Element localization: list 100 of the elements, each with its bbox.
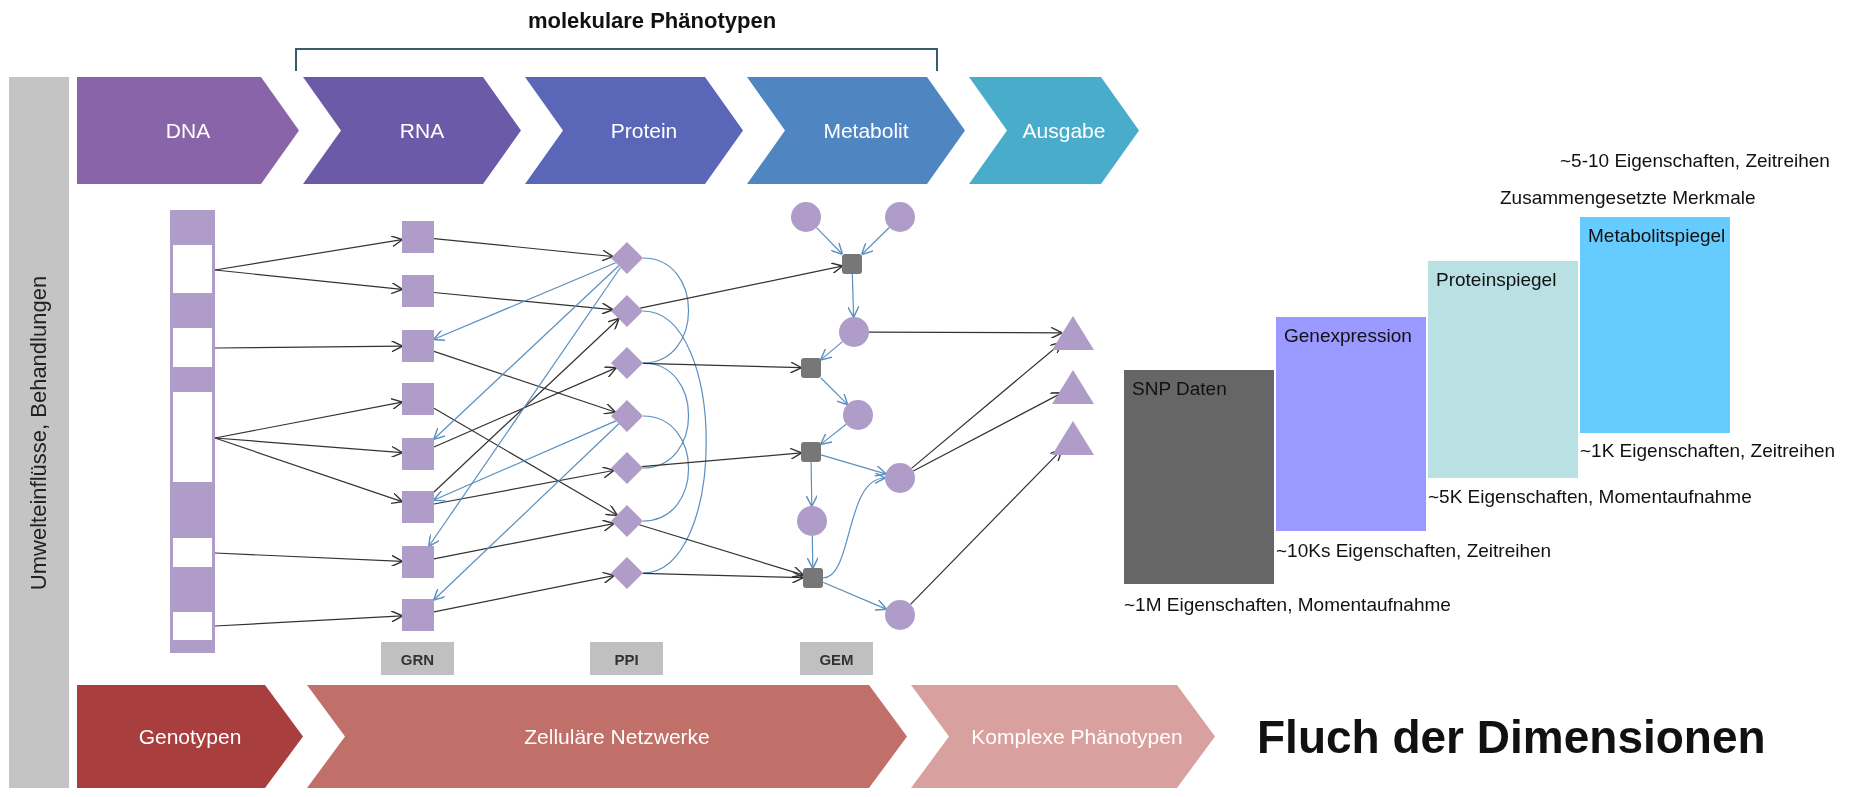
stage-banner <box>77 685 303 788</box>
stage-banner <box>77 77 299 184</box>
stage-banner <box>303 77 521 184</box>
heading: Fluch der Dimensionen <box>1257 710 1766 764</box>
dna-strand-bar <box>170 210 215 653</box>
arrow <box>860 226 890 256</box>
stage-banner <box>747 77 965 184</box>
data-layer-card <box>1276 317 1426 531</box>
arrow <box>806 535 819 570</box>
stage-banner <box>307 685 907 788</box>
layer-title: Genexpression <box>1284 325 1412 347</box>
output-triangle <box>1052 316 1094 350</box>
arrow <box>433 519 615 560</box>
reaction-square <box>803 568 823 588</box>
chevron-label: Metabolit <box>823 118 909 143</box>
gene-square <box>402 330 434 362</box>
arrow <box>642 571 805 584</box>
metabolite-circle <box>885 600 915 630</box>
chevron-label: Zelluläre Netzwerke <box>524 724 710 749</box>
arrow <box>427 266 622 548</box>
arrow <box>214 437 404 459</box>
arrow <box>214 397 404 439</box>
data-layer-card <box>1124 370 1274 584</box>
metabolite-circle <box>885 463 915 493</box>
protein-diamond <box>611 505 643 537</box>
chevron-label: Ausgabe <box>1022 118 1106 143</box>
arrow <box>214 235 404 271</box>
arrow <box>432 423 620 601</box>
arrow <box>433 350 617 415</box>
arrow <box>433 366 618 448</box>
reaction-square <box>801 358 821 378</box>
chevron-label: DNA <box>165 118 211 143</box>
arrow <box>432 265 620 441</box>
reaction-square <box>801 442 821 462</box>
arrow <box>214 269 404 295</box>
arrow <box>433 317 620 493</box>
gene-square <box>402 275 434 307</box>
connector-line <box>642 362 690 469</box>
chevron-label: Komplexe Phänotypen <box>970 724 1184 749</box>
chevron-label: Genotypen <box>138 724 242 749</box>
side-band <box>9 77 69 788</box>
stage-banner <box>911 685 1215 788</box>
reaction-square <box>842 254 862 274</box>
metabolite-circle <box>839 317 869 347</box>
gene-square <box>402 438 434 470</box>
chevron-label: Protein <box>610 118 678 143</box>
arrow <box>815 227 844 256</box>
arrow <box>433 291 614 315</box>
arrow <box>819 423 847 446</box>
gene-square <box>402 491 434 523</box>
arrow <box>819 341 844 361</box>
arrow <box>641 447 803 468</box>
network-tag <box>381 642 454 675</box>
arrow <box>638 524 805 578</box>
arrow <box>433 407 619 517</box>
arrow <box>214 437 404 505</box>
tag-label: PPI <box>614 650 639 667</box>
feature-count-note: ~1K Eigenschaften, Zeitreihen <box>1580 440 1836 462</box>
network-tag <box>800 642 873 675</box>
protein-diamond <box>611 242 643 274</box>
gene-square <box>402 221 434 253</box>
connector-line <box>642 257 690 364</box>
network-tag <box>590 642 663 675</box>
arrow <box>868 326 1063 340</box>
connector-line <box>642 415 690 522</box>
arrow <box>820 377 849 406</box>
arrow <box>642 361 803 374</box>
arrow <box>214 340 404 353</box>
arrow <box>805 461 818 508</box>
protein-diamond <box>611 295 643 327</box>
layer-title: Metabolitspiegel <box>1588 225 1726 247</box>
protein-diamond <box>611 400 643 432</box>
layer-caption: Zusammengesetzte Merkmale <box>1500 187 1756 209</box>
layer-title: SNP Daten <box>1132 378 1227 400</box>
arrow <box>433 466 615 505</box>
metabolite-circle <box>791 202 821 232</box>
feature-count-note: ~1M Eigenschaften, Momentaufnahme <box>1124 594 1451 616</box>
arrow <box>214 552 404 568</box>
chevron-label: RNA <box>399 118 445 143</box>
gene-square <box>402 599 434 631</box>
data-layer-card <box>1580 217 1730 433</box>
stage-banner <box>525 77 743 184</box>
bracket-caption: molekulare Phänotypen <box>527 8 777 34</box>
layer-title: Proteinspiegel <box>1436 269 1557 291</box>
data-layer-card <box>1428 261 1578 478</box>
feature-count-note: ~5-10 Eigenschaften, Zeitreihen <box>1560 150 1830 172</box>
arrow <box>822 474 887 579</box>
metabolite-circle <box>885 202 915 232</box>
arrow <box>822 581 888 611</box>
arrow <box>847 273 860 319</box>
arrow <box>433 571 615 613</box>
tag-label: GEM <box>819 650 854 667</box>
feature-count-note: ~10Ks Eigenschaften, Zeitreihen <box>1276 540 1552 562</box>
protein-diamond <box>611 347 643 379</box>
arrow <box>432 420 617 502</box>
arrow <box>639 262 844 309</box>
output-triangle <box>1052 421 1094 455</box>
gene-square <box>402 546 434 578</box>
protein-diamond <box>611 557 643 589</box>
tag-label: GRN <box>400 650 435 667</box>
